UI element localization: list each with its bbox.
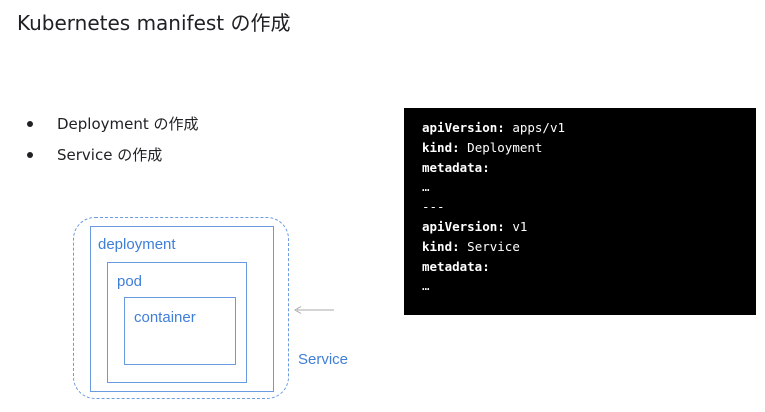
deployment-label: deployment bbox=[98, 236, 176, 253]
code-line: … bbox=[422, 177, 738, 197]
bullet-item: Service の作成 bbox=[22, 139, 199, 170]
bullet-text: Deployment の作成 bbox=[57, 115, 199, 133]
code-text: … bbox=[422, 278, 430, 294]
pod-label: pod bbox=[117, 273, 143, 290]
container-box bbox=[124, 297, 236, 365]
code-value: apps/v1 bbox=[512, 120, 566, 135]
container-label: container bbox=[134, 309, 196, 326]
code-key: apiVersion bbox=[422, 218, 498, 234]
service-label: Service bbox=[298, 351, 349, 368]
bullet-dot-icon bbox=[27, 151, 33, 158]
code-text: --- bbox=[422, 199, 445, 215]
code-line: --- bbox=[422, 197, 738, 217]
slide-title: Kubernetes manifest の作成 bbox=[17, 11, 291, 35]
arrow-left-icon bbox=[294, 306, 334, 314]
code-value: v1 bbox=[512, 218, 528, 234]
code-key: metadata bbox=[422, 159, 483, 175]
pod-box bbox=[107, 262, 247, 383]
code-value: Deployment bbox=[467, 139, 543, 155]
bullet-item: Deployment の作成 bbox=[22, 108, 199, 139]
code-key: metadata bbox=[422, 258, 483, 274]
code-line: apiVersion: apps/v1 bbox=[422, 120, 566, 135]
deployment-box bbox=[90, 226, 274, 392]
code-line: metadata: bbox=[422, 258, 490, 274]
code-line: apiVersion: v1 bbox=[422, 218, 528, 234]
bullet-text: Service の作成 bbox=[57, 146, 163, 164]
code-line: … bbox=[422, 276, 738, 296]
code-line: kind: Deployment bbox=[422, 139, 543, 155]
code-key: kind bbox=[422, 238, 453, 254]
code-key: apiVersion bbox=[422, 120, 498, 135]
code-text: … bbox=[422, 179, 430, 195]
bullet-list: Deployment の作成 Service の作成 bbox=[22, 108, 199, 170]
bullet-dot-icon bbox=[27, 120, 33, 127]
code-key: kind bbox=[422, 139, 453, 155]
code-line: metadata: bbox=[422, 159, 490, 175]
code-line: kind: Service bbox=[422, 238, 520, 254]
service-boundary bbox=[73, 217, 289, 399]
code-block: apiVersion: apps/v1 kind: Deployment met… bbox=[404, 108, 756, 315]
code-value: Service bbox=[467, 238, 520, 254]
